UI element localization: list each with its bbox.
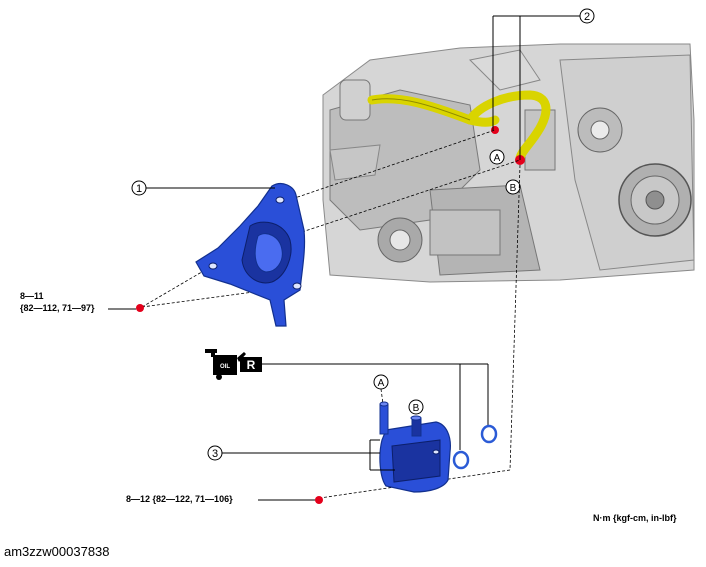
callout-1-marker: 1 <box>131 180 147 196</box>
svg-text:A: A <box>494 153 501 164</box>
cooler-a-dashed <box>380 388 384 405</box>
upper-torque-spec-line1: 8—11 <box>20 291 44 301</box>
oring-leader <box>262 363 489 450</box>
svg-text:OIL: OIL <box>220 364 230 370</box>
o-ring-lower <box>452 450 470 470</box>
upper-torque-dot <box>136 304 144 312</box>
svg-text:B: B <box>413 403 420 414</box>
o-ring-upper <box>480 424 498 444</box>
engine-assembly <box>322 43 695 283</box>
engine-marker-a: A <box>489 149 505 165</box>
replace-part-icon: R <box>240 357 262 372</box>
callout-3-leader <box>222 439 395 471</box>
svg-text:B: B <box>510 183 517 194</box>
torque-units-legend: N·m {kgf-cm, in-lbf} <box>593 513 677 523</box>
figure-id-caption: am3zzw00037838 <box>4 544 110 559</box>
engine-marker-b: B <box>505 179 521 195</box>
svg-text:3: 3 <box>212 448 218 460</box>
callout-2-leader <box>492 15 580 160</box>
cooler-marker-a: A <box>373 374 389 390</box>
callout-3-marker: 3 <box>207 445 223 461</box>
svg-text:1: 1 <box>136 183 142 195</box>
lower-torque-dot <box>315 496 323 504</box>
svg-text:2: 2 <box>584 11 590 23</box>
oil-filter-bracket-part <box>195 183 306 327</box>
upper-torque-spec-line2: {82—112, 71—97} <box>20 303 95 313</box>
torque-point-a-dot <box>491 126 499 134</box>
svg-text:R: R <box>247 358 256 372</box>
cooler-marker-b: B <box>408 399 424 415</box>
oil-can-icon: OIL <box>205 349 246 380</box>
lower-torque-spec: 8—12 {82—122, 71—106} <box>126 494 233 504</box>
oil-cooler-part <box>379 401 451 493</box>
callout-2-marker: 2 <box>579 8 595 24</box>
svg-text:A: A <box>378 378 385 389</box>
